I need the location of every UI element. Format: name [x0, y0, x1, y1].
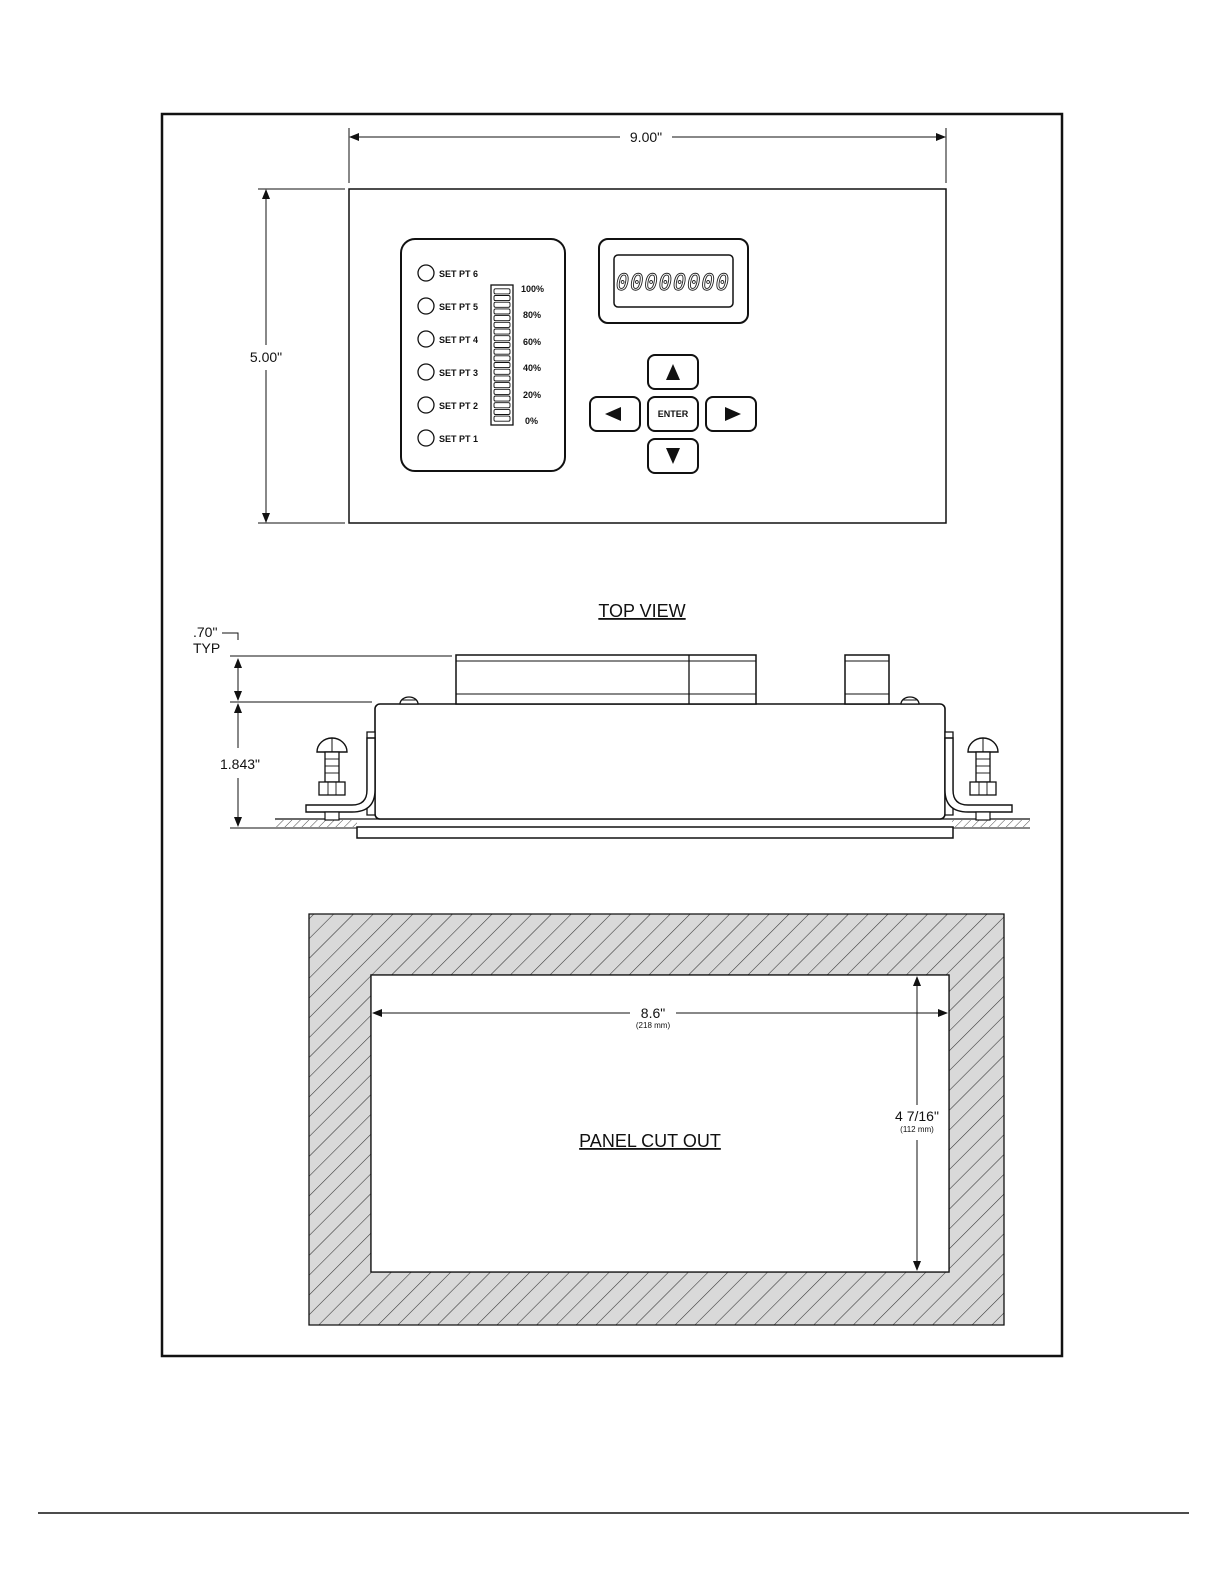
bargraph-segment: [494, 416, 510, 421]
setpoint-led-2: [418, 397, 434, 413]
bargraph-segment: [494, 356, 510, 361]
setpoint-led-6: [418, 265, 434, 281]
bar-scale-20: 20%: [523, 390, 541, 400]
right-button[interactable]: [706, 397, 756, 431]
bargraph-segment: [494, 296, 510, 301]
bargraph-segment: [494, 376, 510, 381]
cutout-height-mm: (112 mm): [900, 1125, 934, 1134]
connector-block: [456, 655, 756, 704]
small-connector: [845, 655, 889, 704]
depth-dimension: 1.843": [220, 756, 260, 772]
bargraph-segment: [494, 403, 510, 408]
setpoint-led-1: [418, 430, 434, 446]
bargraph-segment: [494, 342, 510, 347]
bargraph-segment: [494, 289, 510, 294]
up-button[interactable]: [648, 355, 698, 389]
housing-body: [375, 704, 945, 819]
setpoint-label-5: SET PT 5: [439, 302, 478, 312]
bargraph-segment: [494, 389, 510, 394]
setpoint-led-4: [418, 331, 434, 347]
clearance-dimension: .70": [193, 624, 217, 640]
bargraph-segment: [494, 316, 510, 321]
bargraph-segment: [494, 383, 510, 388]
cutout-title: PANEL CUT OUT: [579, 1131, 721, 1151]
bar-scale-40: 40%: [523, 363, 541, 373]
bargraph-segment: [494, 322, 510, 327]
height-dimension: 5.00": [250, 349, 282, 365]
enter-label: ENTER: [658, 409, 689, 419]
bar-scale-80: 80%: [523, 310, 541, 320]
setpoint-label-1: SET PT 1: [439, 434, 478, 444]
bargraph-segment: [494, 369, 510, 374]
top-view-title: TOP VIEW: [598, 601, 685, 621]
bar-scale-100: 100%: [521, 284, 544, 294]
bargraph-segment: [494, 349, 510, 354]
side-view: .70" TYP 1.843": [193, 624, 1030, 838]
setpoint-label-4: SET PT 4: [439, 335, 478, 345]
bar-scale-60: 60%: [523, 337, 541, 347]
cutout-width-dimension: 8.6": [641, 1005, 665, 1021]
bargraph-segment: [494, 329, 510, 334]
setpoint-led-5: [418, 298, 434, 314]
setpoint-led-3: [418, 364, 434, 380]
bargraph-segment: [494, 302, 510, 307]
down-button[interactable]: [648, 439, 698, 473]
cutout-width-mm: (218 mm): [636, 1021, 671, 1030]
bargraph-segment: [494, 363, 510, 368]
top-view: 9.00" 5.00" SET PT 6 SET PT 5 SET PT 4 S…: [250, 128, 946, 621]
left-button[interactable]: [590, 397, 640, 431]
setpoint-label-6: SET PT 6: [439, 269, 478, 279]
bezel-flange: [357, 827, 953, 838]
setpoint-label-2: SET PT 2: [439, 401, 478, 411]
right-mounting-clamp: [945, 732, 1012, 820]
width-dimension: 9.00": [630, 129, 662, 145]
enter-button[interactable]: ENTER: [648, 397, 698, 431]
panel-cutout: 8.6" (218 mm) 4 7/16" (112 mm) PANEL CUT…: [309, 914, 1004, 1325]
bargraph-segment: [494, 336, 510, 341]
bar-scale-0: 0%: [525, 416, 538, 426]
cutout-height-dimension: 4 7/16": [895, 1108, 939, 1124]
bargraph-segment: [494, 409, 510, 414]
clearance-note: TYP: [193, 640, 220, 656]
bargraph-segment: [494, 309, 510, 314]
left-mounting-clamp: [306, 732, 375, 820]
bargraph-segment: [494, 396, 510, 401]
setpoint-label-3: SET PT 3: [439, 368, 478, 378]
display-readout: 00000000: [616, 271, 730, 296]
